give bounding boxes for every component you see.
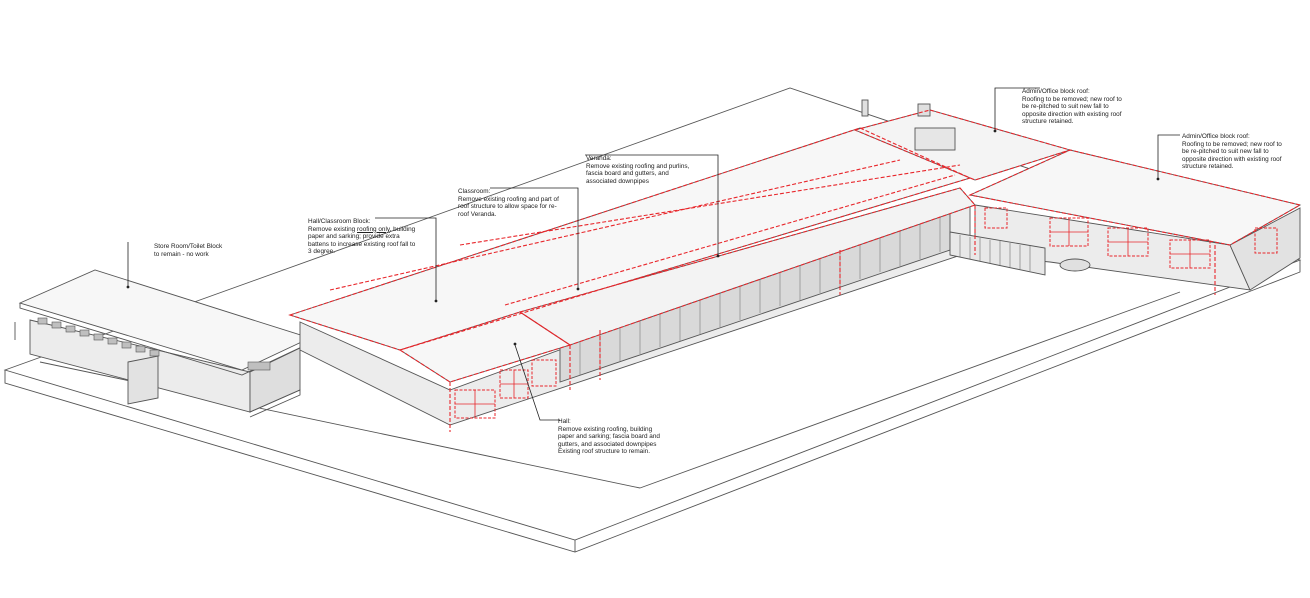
note-hall: Hall: Remove existing roofing, building … [558,418,660,456]
leader-arrowheads [126,129,1160,346]
note-title: Store Room/Toilet Block [154,243,223,250]
note-line: roof structure to allow space for re- [458,203,557,211]
note-line: be re-pitched to suit new fall to [1182,148,1269,156]
note-title: Hall/Classroom Block: [308,218,371,225]
note-line: battens to increase existing roof fall t… [308,240,416,248]
leader-lines [127,87,1180,421]
note-line: paper and sarking; provide extra [308,233,400,241]
store-room-block [14,269,312,418]
note-line: associated downpipes [586,177,649,185]
note-line: Remove existing roofing and part of [458,195,559,203]
note-line: roof Veranda. [458,210,497,218]
note-line: Remove existing roofing and purlins, [586,162,690,170]
note-text: , building [389,225,416,233]
note-line: gutters, and associated downpipes [558,440,657,448]
note-line: fascia board and gutters, and [586,170,669,178]
note-line: be re-pitched to suit new fall to [1022,103,1109,111]
note-text: Remove existing [308,225,358,233]
note-line: to remain - no work [154,250,209,258]
note-line: Remove existing roofing only, building [308,226,415,234]
note-line: structure retained. [1022,118,1074,126]
note-title: Admin/Office block roof: [1182,133,1250,140]
note-title: Admin/Office block roof: [1022,88,1090,95]
note-line: opposite direction with existing roof [1022,110,1122,118]
note-line: 3 degree. [308,248,336,256]
note-admin-office-right: Admin/Office block roof: Roofing to be r… [1182,133,1282,171]
note-admin-office-top: Admin/Office block roof: Roofing to be r… [1022,88,1122,126]
demolition-window-markup [454,207,1278,419]
note-underlined-text: roofing only [357,225,390,233]
note-title: Classroom: [458,188,491,195]
note-line: structure retained. [1182,163,1234,171]
note-title: Hall: [558,418,571,425]
demolition-markup [288,109,1302,432]
note-line: Roofing to be removed; new roof to [1022,95,1122,103]
note-title: Veranda: [586,155,612,162]
note-hall-classroom-block: Hall/Classroom Block: Remove existing ro… [308,218,415,256]
note-line: paper and sarking; fascia board and [558,433,660,441]
note-veranda: Veranda: Remove existing roofing and pur… [586,155,689,185]
note-classroom: Classroom: Remove existing roofing and p… [458,188,559,218]
note-line: Existing roof structure to remain. [558,448,650,456]
note-line: opposite direction with existing roof [1182,155,1282,163]
hall-classroom-block [288,127,976,426]
note-line: Remove existing roofing, building [558,425,653,433]
note-store-room: Store Room/Toilet Block to remain - no w… [154,243,222,258]
note-line: Roofing to be removed; new roof to [1182,140,1282,148]
admin-office-block [853,99,1302,291]
